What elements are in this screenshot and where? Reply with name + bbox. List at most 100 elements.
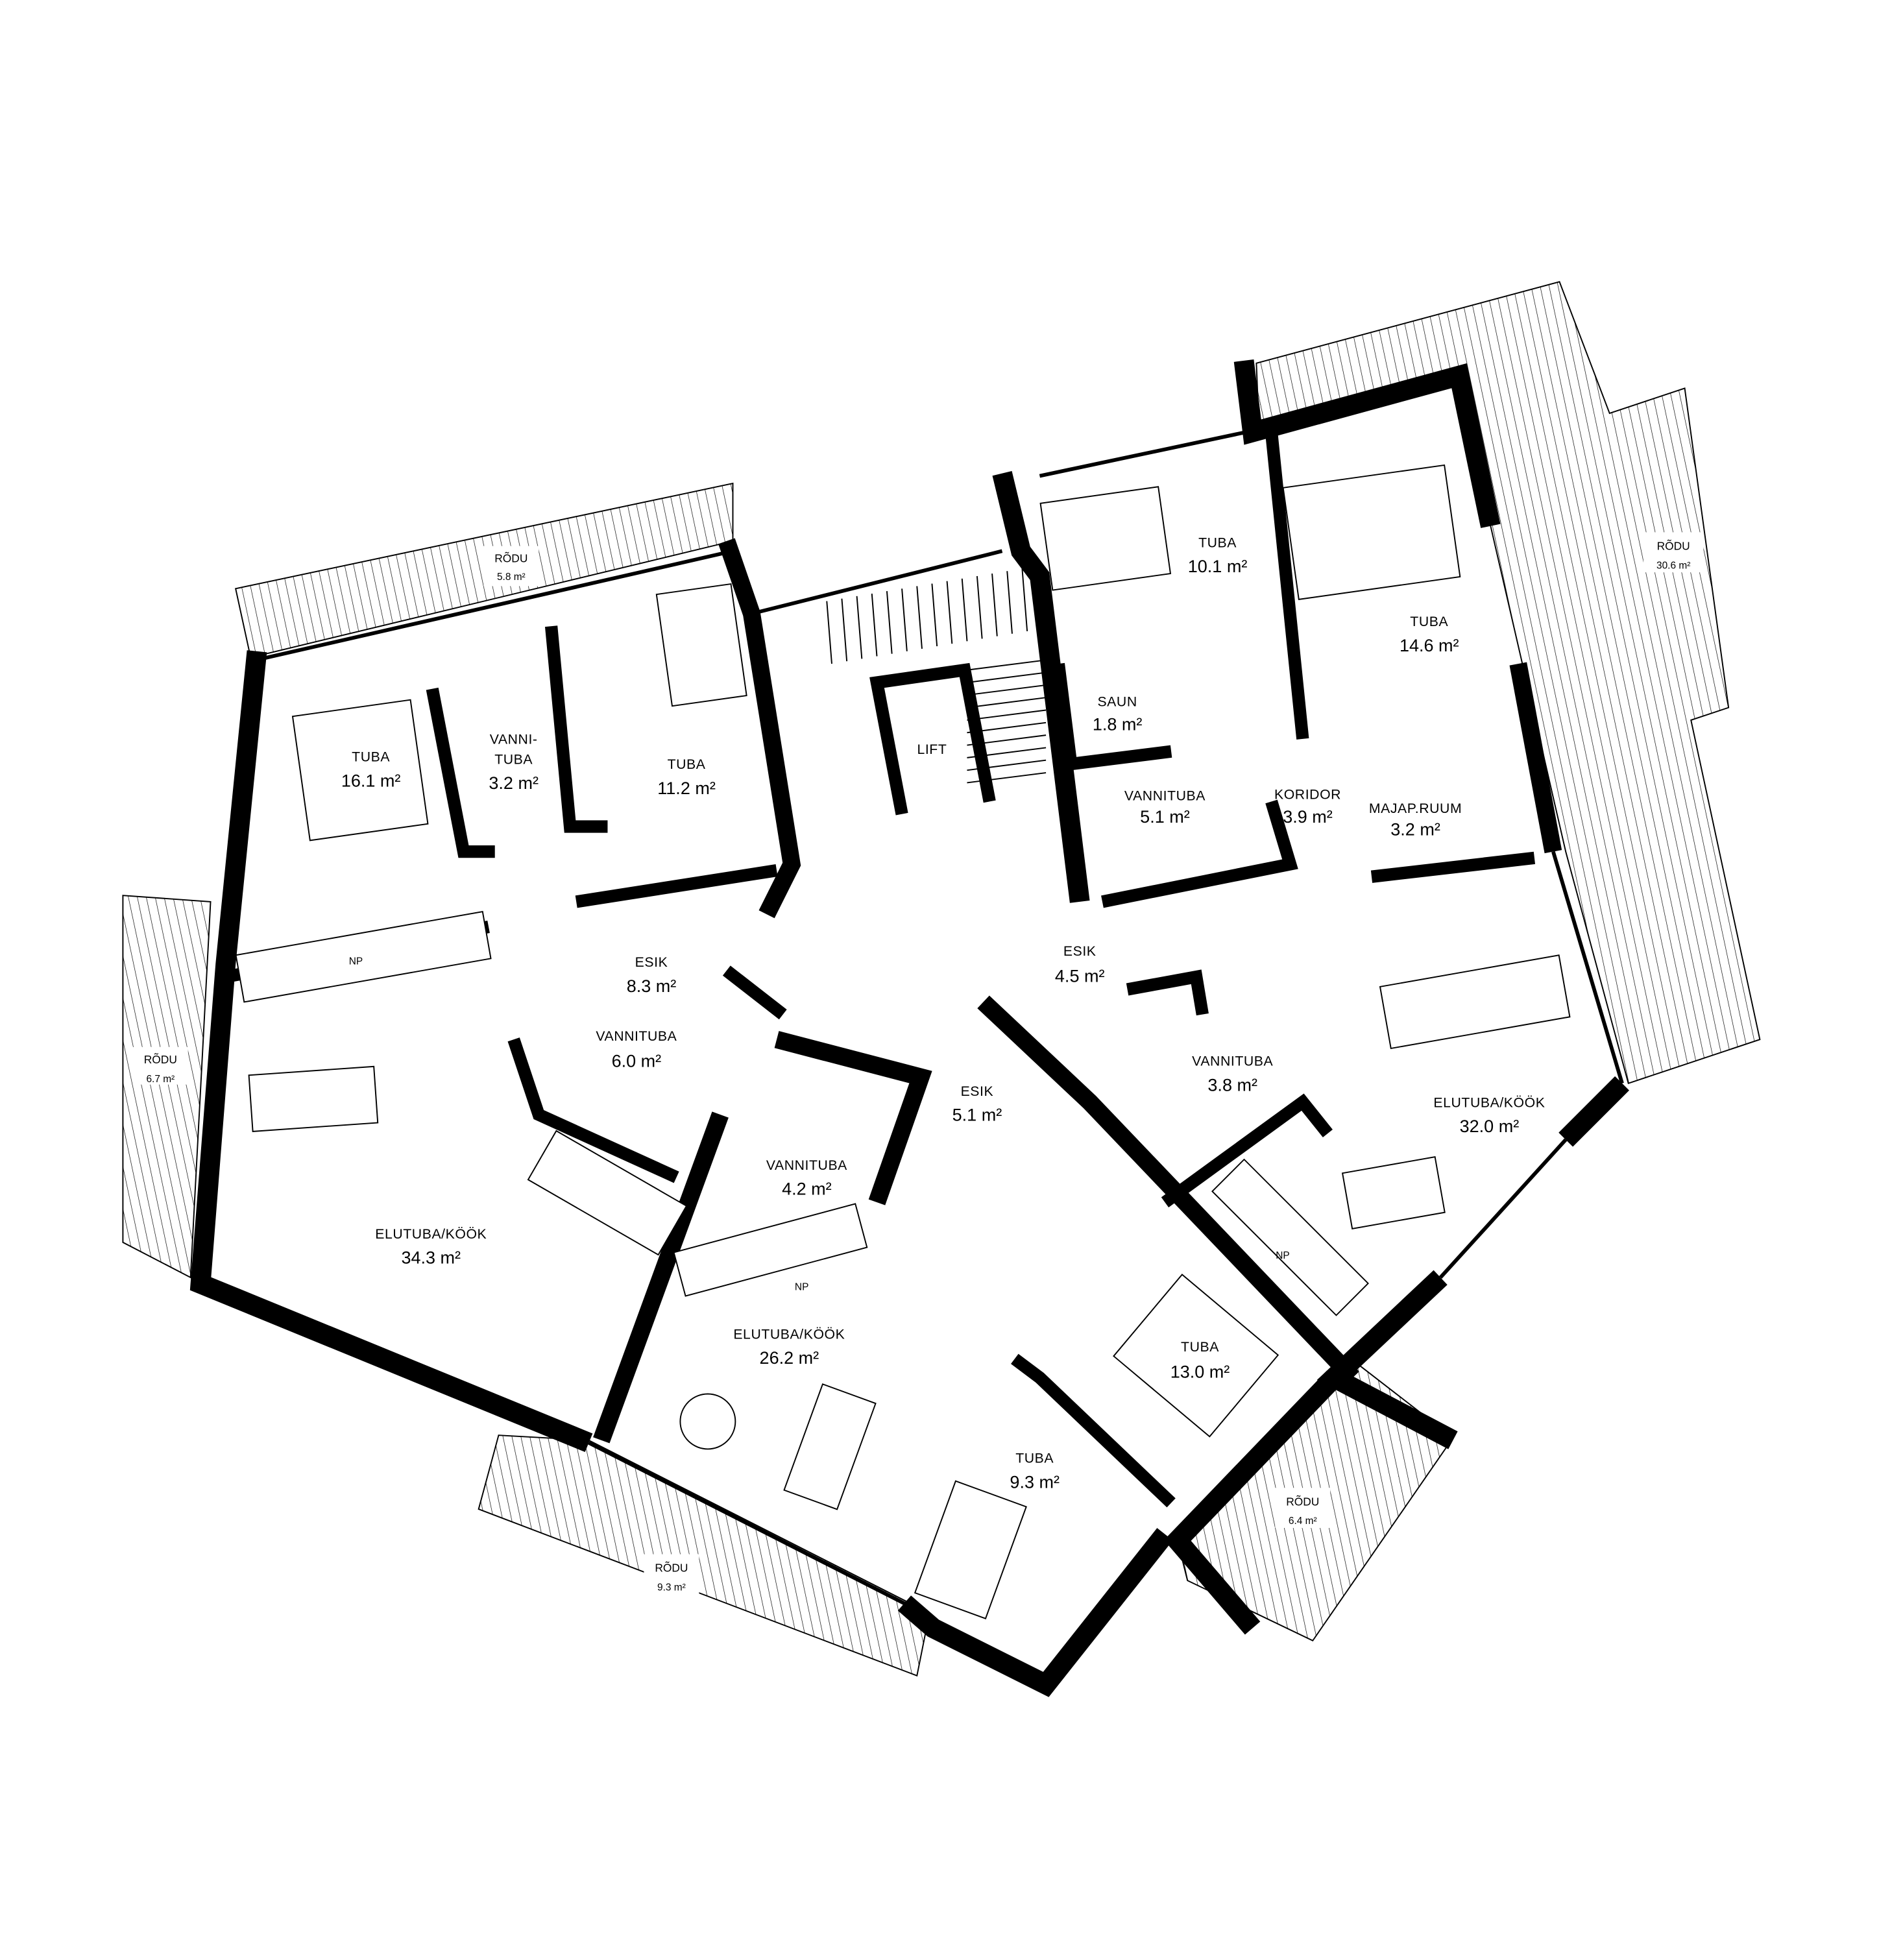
balcony-label-bg bbox=[644, 1554, 699, 1595]
dining-table bbox=[1341, 1156, 1446, 1229]
balcony-name: RÕDU bbox=[1286, 1495, 1319, 1508]
kitchen-counter bbox=[235, 911, 492, 1003]
room-area: 26.2 m² bbox=[760, 1348, 819, 1368]
room-area: 4.2 m² bbox=[782, 1180, 832, 1199]
furniture: NP NP NP bbox=[235, 464, 1571, 1619]
room-name: TUBA bbox=[352, 750, 390, 765]
room-area: 4.5 m² bbox=[1055, 966, 1105, 986]
room-name: ESIK bbox=[961, 1084, 994, 1099]
room-area: 5.1 m² bbox=[952, 1106, 1002, 1125]
balcony-area: 6.4 m² bbox=[1289, 1516, 1317, 1527]
room-area: 6.0 m² bbox=[612, 1052, 662, 1071]
room-name: VANNITUBA bbox=[766, 1158, 847, 1173]
room-name: TUBA bbox=[1410, 614, 1448, 629]
stair-tread bbox=[841, 598, 848, 662]
room-name: ELUTUBA/KÖÖK bbox=[1433, 1095, 1545, 1110]
balcony-name: RÕDU bbox=[144, 1053, 177, 1066]
stair-tread bbox=[967, 659, 1047, 671]
stair-tread bbox=[931, 583, 938, 647]
balcony-left bbox=[122, 895, 212, 1279]
room-area: 11.2 m² bbox=[657, 779, 716, 798]
stair-tread bbox=[967, 684, 1047, 696]
stair-tread bbox=[886, 591, 893, 654]
room-name: TUBA bbox=[668, 757, 706, 772]
room-area: 3.8 m² bbox=[1207, 1075, 1257, 1095]
room-name: VANNITUBA bbox=[1124, 788, 1206, 803]
room-name: TUBA bbox=[1198, 536, 1237, 551]
room-area: 9.3 m² bbox=[1010, 1472, 1060, 1492]
dining-table bbox=[248, 1065, 379, 1132]
sofa bbox=[527, 1130, 688, 1256]
balcony-labels: RÕDU 5.8 m² RÕDU 30.6 m² RÕDU 6.7 m² RÕD… bbox=[132, 532, 1704, 1595]
stair-tread bbox=[901, 588, 908, 651]
stair-tread bbox=[946, 581, 953, 644]
appliance-label: NP bbox=[795, 1281, 808, 1292]
lift-label: LIFT bbox=[917, 742, 947, 757]
room-area: 13.0 m² bbox=[1170, 1362, 1230, 1381]
room-name: KORIDOR bbox=[1274, 788, 1341, 803]
bed bbox=[655, 583, 747, 707]
bed bbox=[1039, 486, 1172, 591]
room-name: ESIK bbox=[635, 955, 668, 970]
balcony-label-bg bbox=[132, 1047, 188, 1085]
appliance-label: NP bbox=[1276, 1250, 1289, 1261]
stair-tread bbox=[991, 574, 998, 636]
balcony-label-bg bbox=[1275, 1488, 1331, 1529]
room-name: ESIK bbox=[1063, 944, 1097, 959]
bed bbox=[914, 1480, 1027, 1619]
room-area: 32.0 m² bbox=[1460, 1117, 1520, 1136]
balcony-name: RÕDU bbox=[1657, 539, 1690, 552]
room-name: VANNITUBA bbox=[1192, 1054, 1273, 1069]
stair-tread bbox=[967, 671, 1047, 683]
balcony-area: 9.3 m² bbox=[657, 1582, 686, 1593]
room-area: 16.1 m² bbox=[341, 771, 401, 790]
stair-tread bbox=[1006, 571, 1013, 634]
room-area: 3.2 m² bbox=[489, 773, 539, 793]
room-area: 3.9 m² bbox=[1283, 807, 1333, 827]
room-area: 1.8 m² bbox=[1093, 714, 1143, 734]
balcony-name: RÕDU bbox=[494, 552, 527, 565]
balcony-label-bg bbox=[483, 546, 539, 587]
room-name: TUBA bbox=[494, 753, 533, 768]
room-name: VANNI- bbox=[490, 732, 538, 747]
room-labels: TUBA 16.1 m² VANNI- TUBA 3.2 m² TUBA 11.… bbox=[341, 536, 1545, 1492]
stair-tread bbox=[967, 709, 1047, 721]
dining-table bbox=[679, 1393, 736, 1450]
room-area: 10.1 m² bbox=[1188, 557, 1248, 576]
stair-tread bbox=[967, 697, 1047, 708]
staircase bbox=[826, 568, 1047, 784]
room-area: 14.6 m² bbox=[1400, 636, 1459, 655]
sofa bbox=[783, 1383, 877, 1510]
stair-tread bbox=[976, 575, 983, 639]
room-name: SAUN bbox=[1097, 695, 1137, 710]
stair-tread bbox=[961, 578, 968, 642]
balcony-area: 30.6 m² bbox=[1656, 560, 1690, 571]
stair-tread bbox=[826, 601, 832, 664]
kitchen-counter bbox=[1211, 1158, 1369, 1316]
walls bbox=[189, 359, 1629, 1697]
stair-tread bbox=[856, 596, 863, 659]
bed bbox=[1113, 1274, 1279, 1438]
room-name: VANNITUBA bbox=[596, 1029, 677, 1044]
stair-tread bbox=[1021, 568, 1028, 631]
room-area: 5.1 m² bbox=[1140, 807, 1190, 827]
balcony-name: RÕDU bbox=[655, 1562, 688, 1575]
bed bbox=[291, 699, 429, 841]
sofa bbox=[1379, 954, 1571, 1050]
room-name: TUBA bbox=[1181, 1340, 1219, 1355]
room-area: 34.3 m² bbox=[401, 1248, 461, 1268]
room-name: TUBA bbox=[1015, 1451, 1054, 1466]
room-area: 8.3 m² bbox=[627, 976, 677, 996]
room-name: MAJAP.RUUM bbox=[1369, 801, 1462, 816]
room-name: ELUTUBA/KÖÖK bbox=[733, 1327, 845, 1342]
kitchen-counter bbox=[673, 1203, 868, 1297]
room-area: 3.2 m² bbox=[1390, 820, 1440, 840]
balcony-area: 6.7 m² bbox=[146, 1074, 175, 1085]
stair-tread bbox=[871, 593, 878, 657]
stair-tread bbox=[916, 586, 923, 649]
room-name: ELUTUBA/KÖÖK bbox=[375, 1226, 487, 1242]
bed bbox=[1282, 464, 1461, 600]
appliance-label: NP bbox=[349, 956, 363, 967]
balcony-label-bg bbox=[1643, 532, 1704, 573]
